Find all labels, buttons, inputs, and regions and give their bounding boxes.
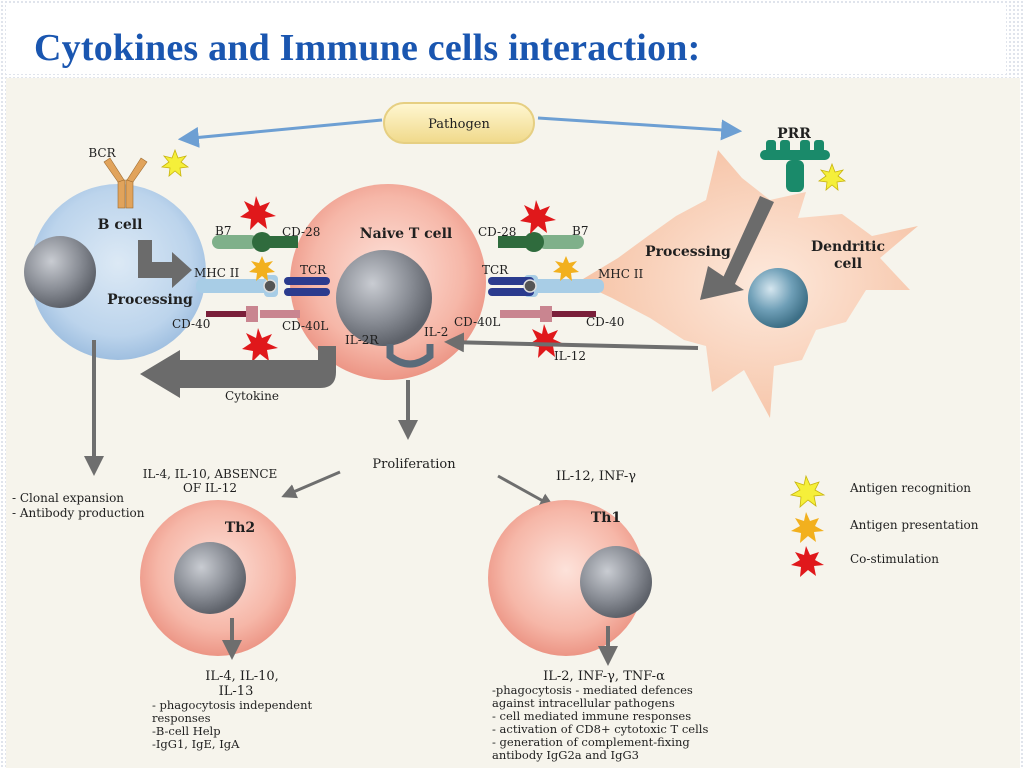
to-th2-arrow (281, 470, 341, 499)
dendritic-cell-label-line2: cell (834, 256, 862, 272)
dendritic-cell (578, 150, 918, 418)
th1-nucleus (580, 546, 652, 618)
th1-effect-1: -phagocytosis - mediated defences (492, 683, 693, 697)
th2-effect-3: -B-cell Help (152, 724, 221, 738)
il2r-label: IL-2R (345, 333, 379, 347)
pathogen-node: Pathogen (383, 102, 535, 144)
dendritic-processing-arrowhead (700, 266, 744, 300)
th1-effect-4: - activation of CD8+ cytotoxic T cells (492, 722, 708, 736)
dendritic-processing-arrow (722, 196, 774, 286)
co-stimulation-stars (240, 196, 564, 362)
b-cell-label: B cell (98, 217, 143, 233)
antigen-presentation-stars (249, 256, 579, 281)
th1-effect-5: - generation of complement-fixing (492, 735, 690, 749)
th1-effect-2: against intracellular pathogens (492, 696, 675, 710)
b-outcome-1: - Clonal expansion (12, 491, 124, 505)
proliferation-label: Proliferation (372, 457, 456, 472)
il2-label: IL-2 (424, 325, 448, 339)
th2-nucleus (174, 542, 246, 614)
b-cell-nucleus (24, 236, 96, 308)
il12-arrow (444, 332, 699, 353)
processing-left-label: Processing (107, 292, 193, 308)
legend-label-co-stimulation: Co-stimulation (850, 552, 939, 566)
processing-right-label: Processing (645, 244, 731, 260)
left-synapse (196, 232, 330, 322)
b7-left-label: B7 (215, 224, 231, 238)
th1-effect-3: - cell mediated immune responses (492, 709, 691, 723)
cd40l-left-label: CD-40L (282, 319, 328, 333)
diagram-panel (6, 78, 1020, 768)
dendritic-cell-label-line1: Dendritic (811, 239, 885, 255)
prr-receptor (760, 140, 830, 192)
naive-t-cell-nucleus (336, 250, 432, 346)
th1-input-label: IL-12, INF-γ (556, 469, 636, 484)
legend: Antigen recognition Antigen presentation… (789, 474, 979, 577)
legend-star-co-stimulation (791, 546, 824, 577)
th1-output-label: IL-2, INF-γ, TNF-α (543, 669, 665, 684)
tcr-left-label: TCR (300, 263, 327, 277)
mhc2-left-label: MHC II (194, 266, 239, 280)
mhc2-right-label: MHC II (598, 267, 643, 281)
th2-effect-4: -IgG1, IgE, IgA (152, 737, 240, 751)
cd28-right-label: CD-28 (478, 225, 516, 239)
b7-right-label: B7 (572, 224, 588, 238)
il2r-receptor (386, 344, 434, 368)
b-cell (30, 184, 206, 360)
legend-label-antigen-presentation: Antigen presentation (849, 518, 979, 532)
th2-input-line2: OF IL-12 (183, 481, 237, 495)
title-bar: Cytokines and Immune cells interaction: (6, 4, 1006, 74)
to-th1-arrow (497, 474, 555, 508)
th1-label: Th1 (591, 510, 621, 526)
prr-label: PRR (777, 126, 811, 142)
bcr-label: BCR (88, 146, 116, 160)
cd28-left-label: CD-28 (282, 225, 320, 239)
cd40l-right-label: CD-40L (454, 315, 500, 329)
cytokine-label: Cytokine (225, 389, 279, 403)
th2-input-line1: IL-4, IL-10, ABSENCE (143, 467, 278, 481)
tcr-right-label: TCR (482, 263, 509, 277)
pathogen-label: Pathogen (428, 117, 490, 132)
legend-star-antigen-recognition (789, 474, 826, 508)
cytokine-feedback-arrow (140, 346, 336, 398)
th2-label: Th2 (225, 520, 255, 536)
pathogen-to-dendritic-arrow (537, 116, 743, 141)
th2-output-line2: IL-13 (219, 684, 254, 699)
bcr-receptor (103, 157, 148, 209)
b-outcome-2: - Antibody production (12, 506, 145, 520)
cd40-left-label: CD-40 (172, 317, 210, 331)
antigen-recognition-star-prr (817, 162, 847, 191)
right-synapse (488, 232, 604, 322)
th1-cell (488, 500, 644, 656)
antigen-recognition-star-bcr (160, 148, 190, 177)
th2-effect-2: responses (152, 711, 211, 725)
page-title: Cytokines and Immune cells interaction: (34, 27, 701, 69)
dendritic-nucleus (748, 268, 808, 328)
pathogen-to-bcell-arrow (177, 118, 383, 148)
naive-t-cell-label: Naive T cell (360, 226, 452, 242)
th2-effect-1: - phagocytosis independent (152, 698, 312, 712)
th2-output-line1: IL-4, IL-10, (205, 669, 279, 684)
il12-label: IL-12 (554, 349, 586, 363)
cd40-right-label: CD-40 (586, 315, 624, 329)
bcell-processing-arrow (138, 240, 192, 288)
th1-effect-6: antibody IgG2a and IgG3 (492, 748, 639, 762)
legend-label-antigen-recognition: Antigen recognition (849, 481, 971, 495)
legend-star-antigen-presentation (791, 512, 824, 543)
